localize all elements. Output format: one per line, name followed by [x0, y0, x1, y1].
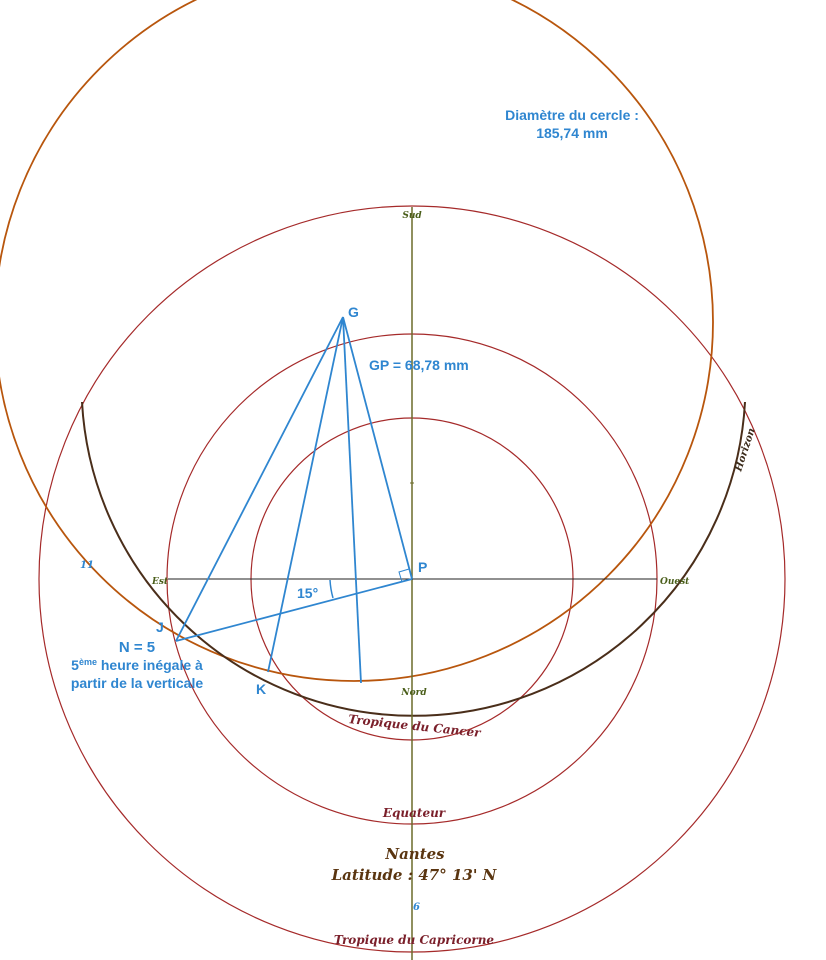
city-label: Nantes — [384, 845, 445, 863]
hour-6-label: 6 — [413, 902, 420, 913]
right-angle-marker — [398, 568, 410, 583]
latitude-label: Latitude : 47° 13' N — [331, 866, 498, 884]
point-k-label: K — [256, 681, 266, 697]
angle-label: 15° — [297, 585, 318, 601]
gp-label: GP = 68,78 mm — [369, 357, 469, 373]
hour-11-label: 11 — [80, 560, 94, 571]
tropic-capricorn-label: Tropique du Capricorne — [334, 933, 495, 947]
line-g-k — [267, 316, 344, 673]
diameter-label: Diamètre du cercle : — [505, 107, 639, 123]
est-label: Est — [151, 577, 169, 587]
point-j-label: J — [156, 619, 164, 635]
n-value-label: N = 5 — [119, 639, 155, 656]
horizon-arc — [81, 401, 746, 717]
construction-lines — [175, 316, 413, 684]
line-g-p — [342, 316, 413, 580]
diameter-circle — [0, 0, 714, 682]
equator-label: Equateur — [382, 806, 447, 820]
point-p-label: P — [418, 559, 427, 575]
point-g-label: G — [348, 304, 359, 320]
sud-label: Sud — [402, 211, 422, 221]
line-j-p — [175, 578, 413, 642]
angle-arc — [329, 579, 334, 599]
line-g-j — [175, 316, 344, 642]
hour-description-line1: 5ème heure inégale à — [71, 657, 203, 673]
hour-sup: ème — [79, 657, 97, 667]
hour-rest: heure inégale à — [97, 657, 203, 673]
hour-description-line2: partir de la verticale — [71, 675, 204, 691]
nord-label: Nord — [400, 688, 427, 698]
line-g-nord — [342, 316, 362, 684]
horizon-label: Horizon — [733, 427, 758, 474]
ouest-label: Ouest — [660, 577, 690, 587]
hour-prefix: 5 — [71, 657, 79, 673]
diameter-value: 185,74 mm — [536, 125, 608, 141]
